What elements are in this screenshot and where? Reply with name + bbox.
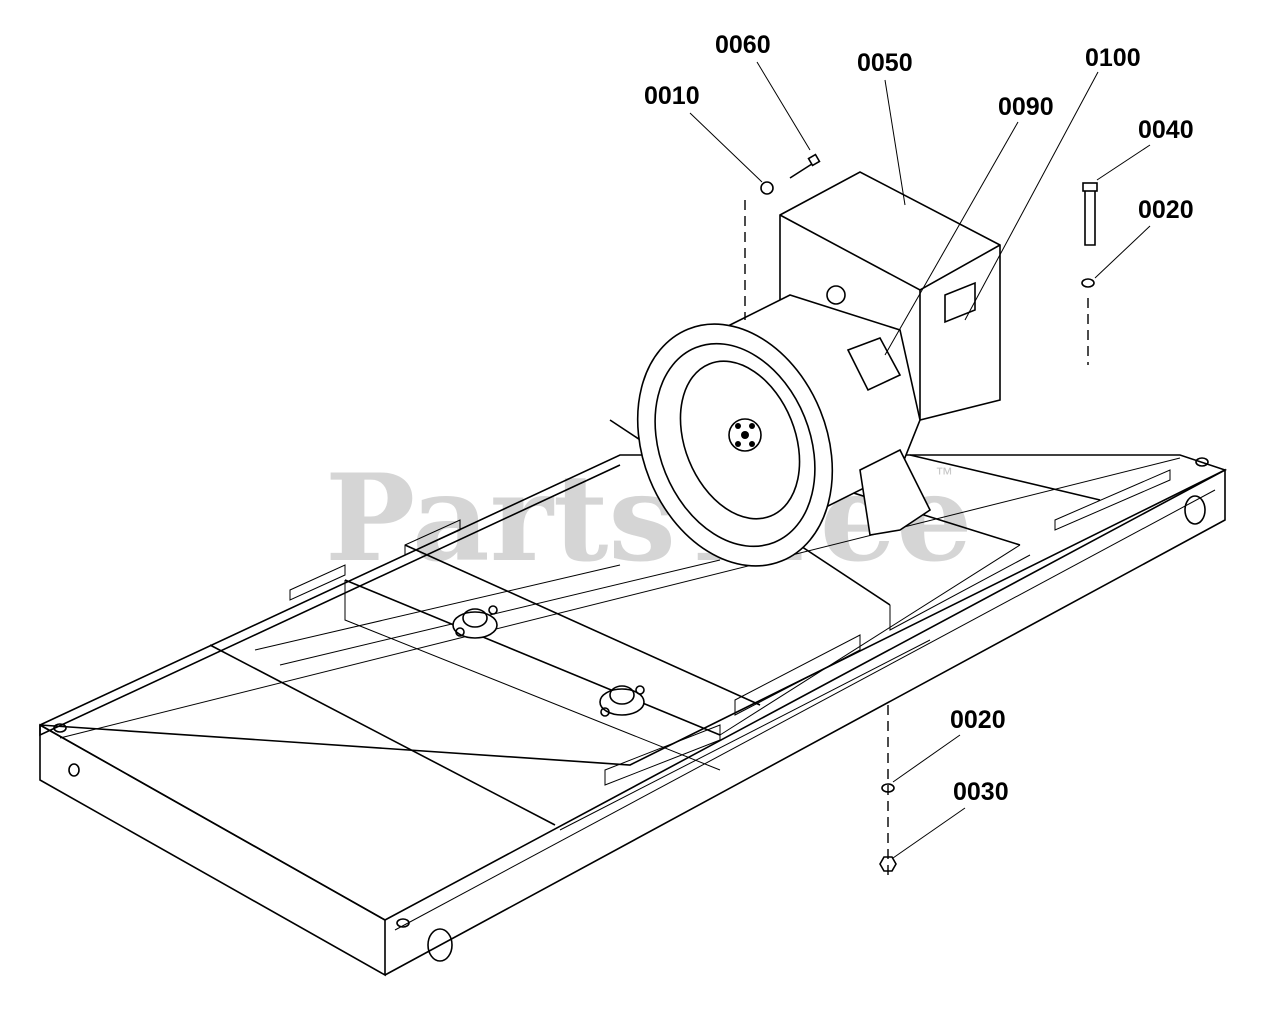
plate-edge-5 [719, 544, 1021, 736]
leader-0040 [1096, 144, 1151, 181]
alternator-foot [859, 448, 932, 536]
cross-member-3 [404, 544, 761, 706]
callout-0100: 0100 [1085, 44, 1141, 72]
corner-hole-2 [396, 918, 410, 928]
decal-0090 [846, 337, 902, 392]
alternator [636, 171, 1001, 567]
flange-outer [636, 323, 834, 567]
frame-left-edge [39, 724, 386, 921]
bolt-0060-shank [789, 161, 816, 179]
plate-edge-6 [889, 554, 1031, 631]
flywheel-disc [679, 360, 801, 520]
engine-mount-2 [599, 685, 645, 717]
bracket-3 [604, 724, 721, 786]
leader-0030 [892, 807, 966, 859]
callout-0020-top: 0020 [1138, 196, 1194, 224]
bolt-0060-head [807, 153, 821, 167]
frame-front-rail [384, 468, 1226, 976]
callout-0050: 0050 [857, 49, 913, 77]
leader-0100 [964, 71, 1099, 321]
frame-top-outline [39, 454, 1228, 766]
leader-0060 [756, 61, 811, 151]
washer-0020-top [1081, 278, 1095, 288]
fasteners [744, 153, 1098, 880]
frame-back-rail-line [59, 457, 1181, 739]
plate-edge-2 [254, 564, 621, 651]
leader-0020-top [1094, 225, 1151, 279]
cross-member-6 [909, 454, 1101, 501]
watermark-trademark: ™ [935, 464, 953, 484]
bracket-5 [404, 519, 461, 556]
plate-edge-4 [559, 639, 931, 831]
callout-0090: 0090 [998, 93, 1054, 121]
corner-hole-3 [1195, 457, 1209, 467]
bolt-0040-head [1082, 182, 1098, 192]
leader-0010 [689, 112, 763, 183]
callout-0040: 0040 [1138, 116, 1194, 144]
rail-hole-right [1184, 495, 1206, 525]
bracket-4 [289, 564, 346, 601]
hub-bolt [741, 431, 749, 439]
lifting-eye [826, 285, 846, 305]
rail-hole-front [427, 928, 453, 962]
corner-hole-1 [53, 723, 67, 733]
plate-edge-3 [279, 559, 721, 666]
cross-member-1 [209, 644, 556, 826]
callout-0030: 0030 [953, 778, 1009, 806]
callout-labels: 0060 0050 0100 0010 0090 0040 0020 0020 … [644, 31, 1194, 806]
frame-front-rail-line [394, 489, 1216, 931]
frame-left-end [39, 723, 386, 977]
hub [728, 418, 762, 452]
corner-hole-4 [68, 763, 80, 777]
leader-0090 [884, 121, 1019, 356]
leader-0020-bottom [892, 734, 961, 783]
leader-0050 [884, 79, 906, 206]
plate-edge-1 [344, 580, 721, 771]
decal-0100 [944, 281, 976, 324]
flange-inner [654, 342, 816, 548]
cross-member-2 [344, 579, 721, 736]
nut-0030 [879, 856, 897, 872]
bracket-1 [734, 634, 861, 716]
leader-lines [689, 61, 1151, 859]
bracket-2 [1054, 469, 1171, 531]
bolt-0040-shank [1084, 191, 1096, 246]
callout-0010: 0010 [644, 82, 700, 110]
engine-mount-1 [452, 605, 498, 639]
callout-0020-bottom: 0020 [950, 706, 1006, 734]
washer-0010 [760, 181, 774, 195]
callout-0060: 0060 [715, 31, 771, 59]
